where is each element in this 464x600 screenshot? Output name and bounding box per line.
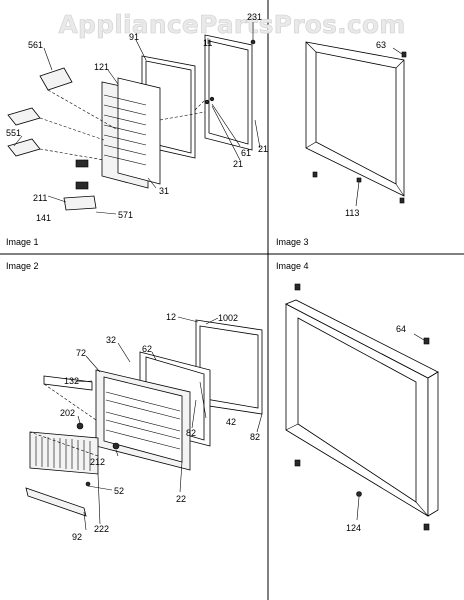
screw-63 bbox=[401, 51, 407, 58]
callout-52: 52 bbox=[114, 486, 124, 496]
part-92-kickplate bbox=[25, 487, 87, 517]
callout-32: 32 bbox=[106, 335, 116, 345]
image2-callouts: 12 1002 32 62 72 132 202 42 82 82 212 52… bbox=[60, 312, 260, 542]
image2-title: Image 2 bbox=[6, 261, 39, 271]
screw-bottom-left-4 bbox=[294, 459, 301, 467]
part-202-clip bbox=[76, 422, 84, 430]
screw-top-left bbox=[294, 283, 301, 291]
image3-callouts: 63 113 Image 3 bbox=[276, 40, 386, 247]
part-bracket-b bbox=[75, 181, 89, 190]
screw-61b bbox=[204, 99, 210, 105]
callout-132: 132 bbox=[64, 376, 79, 386]
screw-231 bbox=[250, 39, 256, 45]
callout-551: 551 bbox=[6, 128, 21, 138]
image3-diagram bbox=[305, 41, 407, 207]
callout-64: 64 bbox=[396, 324, 406, 334]
screw-124 bbox=[356, 491, 362, 497]
callout-561: 561 bbox=[28, 40, 43, 50]
callout-121: 121 bbox=[94, 62, 109, 72]
callout-141: 141 bbox=[36, 213, 51, 223]
part-22-shelves bbox=[105, 391, 181, 450]
part-212-clip bbox=[112, 442, 120, 450]
callout-82-right: 82 bbox=[250, 432, 260, 442]
screw-113 bbox=[356, 177, 362, 183]
callout-63: 63 bbox=[376, 40, 386, 50]
part-222-grille bbox=[29, 431, 99, 475]
part-132-rail bbox=[43, 375, 93, 391]
callout-113: 113 bbox=[345, 208, 359, 218]
image1-diagram bbox=[7, 22, 261, 215]
part-551-bin-a bbox=[7, 107, 41, 126]
callout-91: 91 bbox=[129, 32, 139, 42]
image2-diagram: Image 2 bbox=[6, 261, 263, 531]
part-121-door-face bbox=[117, 77, 161, 185]
part-222-slots bbox=[35, 436, 91, 471]
screw-bottom-right-4 bbox=[423, 523, 430, 531]
callout-231: 231 bbox=[247, 12, 262, 22]
image4-title: Image 4 bbox=[276, 261, 309, 271]
callout-61: 61 bbox=[241, 148, 251, 158]
callout-92: 92 bbox=[72, 532, 82, 542]
callout-222: 222 bbox=[94, 524, 109, 534]
screw-bottom-right bbox=[399, 197, 405, 204]
callout-571: 571 bbox=[118, 210, 133, 220]
part-141-rail bbox=[63, 195, 97, 211]
callout-72: 72 bbox=[76, 348, 86, 358]
part-561-bin bbox=[39, 67, 73, 91]
callout-212: 212 bbox=[90, 457, 105, 467]
part-124-frame-right-edge bbox=[427, 371, 439, 517]
callout-21-right: 21 bbox=[258, 144, 268, 154]
callout-124: 124 bbox=[346, 523, 361, 533]
image3-title: Image 3 bbox=[276, 237, 309, 247]
callout-21-lower: 21 bbox=[233, 159, 243, 169]
screw-64 bbox=[423, 337, 430, 345]
callout-42: 42 bbox=[226, 417, 236, 427]
callout-22: 22 bbox=[176, 494, 186, 504]
image4-callouts: 64 124 bbox=[346, 324, 406, 533]
callout-211: 211 bbox=[33, 193, 47, 203]
callout-11: 11 bbox=[203, 38, 212, 48]
part-bracket-a bbox=[75, 159, 89, 168]
part-52-screw bbox=[85, 481, 91, 487]
image1-title: Image 1 bbox=[6, 237, 39, 247]
part-121-ribs bbox=[103, 94, 147, 166]
callout-31: 31 bbox=[159, 186, 169, 196]
screw-bottom-left bbox=[312, 171, 318, 178]
image1-callouts: 231 11 91 561 121 551 61 21 21 31 211 14… bbox=[6, 12, 268, 247]
watermark-text: AppliancePartsPros.com bbox=[58, 10, 405, 39]
screw-61 bbox=[209, 96, 215, 102]
callout-12: 12 bbox=[166, 312, 176, 322]
callout-62: 62 bbox=[142, 344, 152, 354]
callout-202: 202 bbox=[60, 408, 75, 418]
part-551-bin-b bbox=[7, 138, 41, 157]
callout-82-left: 82 bbox=[186, 428, 196, 438]
callout-1002: 1002 bbox=[218, 313, 238, 323]
image4-diagram: Image 4 bbox=[276, 261, 439, 531]
